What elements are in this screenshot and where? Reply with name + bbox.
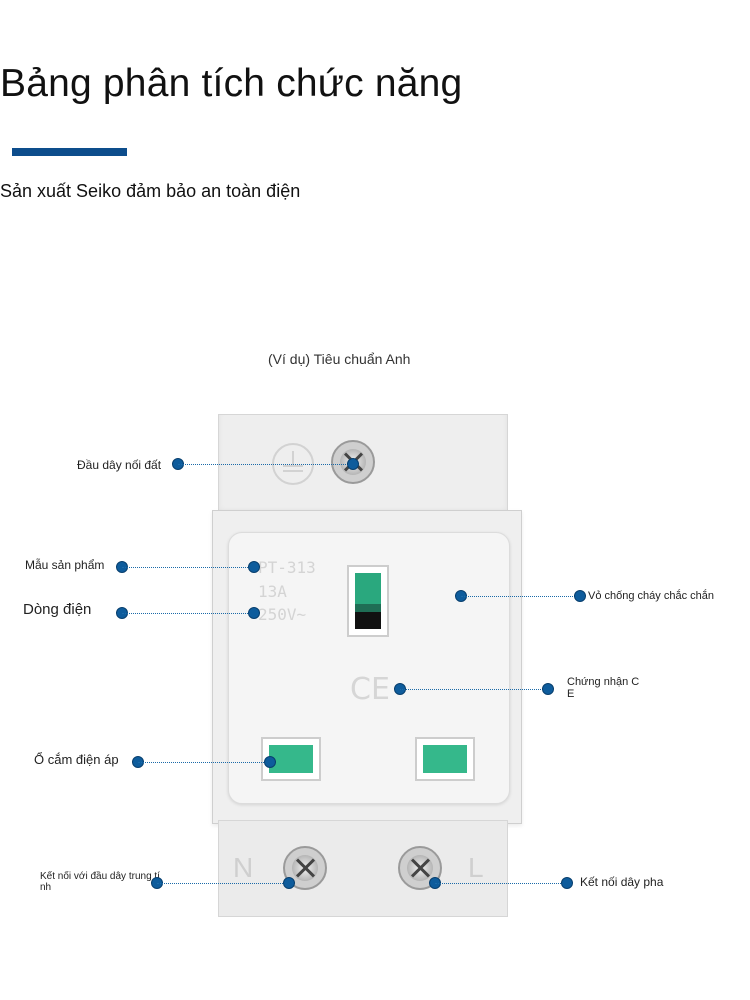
callout-neutral-dot-end	[283, 877, 295, 889]
ce-mark: CE	[350, 672, 390, 707]
callout-neutral-line	[157, 883, 289, 884]
callout-ground-label: Đầu dây nối đất	[77, 458, 162, 472]
callout-neutral-label-line2: nh	[40, 882, 52, 893]
engraved-voltage: 250V~	[258, 605, 307, 624]
callout-model-label: Mẫu sản phẩm	[25, 558, 105, 572]
callout-phase-line	[435, 883, 567, 884]
earth-pin-slot	[347, 565, 389, 637]
callout-ce-label-line1: Chứng nhận C	[567, 676, 640, 688]
callout-current-dot-end	[248, 607, 260, 619]
callout-ce-label-line2: E	[567, 688, 575, 700]
callout-ground-dot-end	[347, 458, 359, 470]
device-bottom-terminal-block	[218, 820, 508, 917]
callout-socket-label: Ổ cắm điện áp	[34, 752, 119, 767]
callout-shell-dot-end	[574, 590, 586, 602]
title-accent-bar	[12, 148, 127, 156]
callout-neutral-label-line1: Kết nối với đầu dây trung tí	[40, 871, 160, 882]
callout-shell-label: Vỏ chống cháy chắc chắn	[588, 590, 714, 602]
callout-ce-dot-end	[542, 683, 554, 695]
callout-shell-line	[461, 596, 579, 597]
example-caption: (Ví dụ) Tiêu chuẩn Anh	[268, 351, 411, 367]
engraved-current: 13A	[258, 582, 287, 601]
engraved-model: PT-313	[258, 558, 316, 577]
neutral-letter: N	[233, 852, 254, 883]
page-title: Bảng phân tích chức năng	[0, 62, 463, 105]
callout-phase-dot-end	[561, 877, 573, 889]
callout-current-line	[122, 613, 254, 614]
callout-ce-label: Chứng nhận C E	[567, 676, 639, 700]
callout-model-line	[122, 567, 254, 568]
callout-current-label: Dòng điện	[23, 601, 92, 618]
page-subtitle: Sản xuất Seiko đảm bảo an toàn điện	[0, 181, 301, 201]
live-pin-slot	[415, 737, 475, 781]
callout-socket-dot-end	[264, 756, 276, 768]
live-letter: L	[468, 852, 484, 883]
callout-neutral-label: Kết nối với đầu dây trung tí nh	[40, 871, 160, 893]
callout-socket-line	[138, 762, 270, 763]
callout-phase-label: Kết nối dây pha	[580, 875, 664, 889]
callout-ground-line	[178, 464, 352, 465]
callout-ce-line	[400, 689, 547, 690]
callout-model-dot-end	[248, 561, 260, 573]
